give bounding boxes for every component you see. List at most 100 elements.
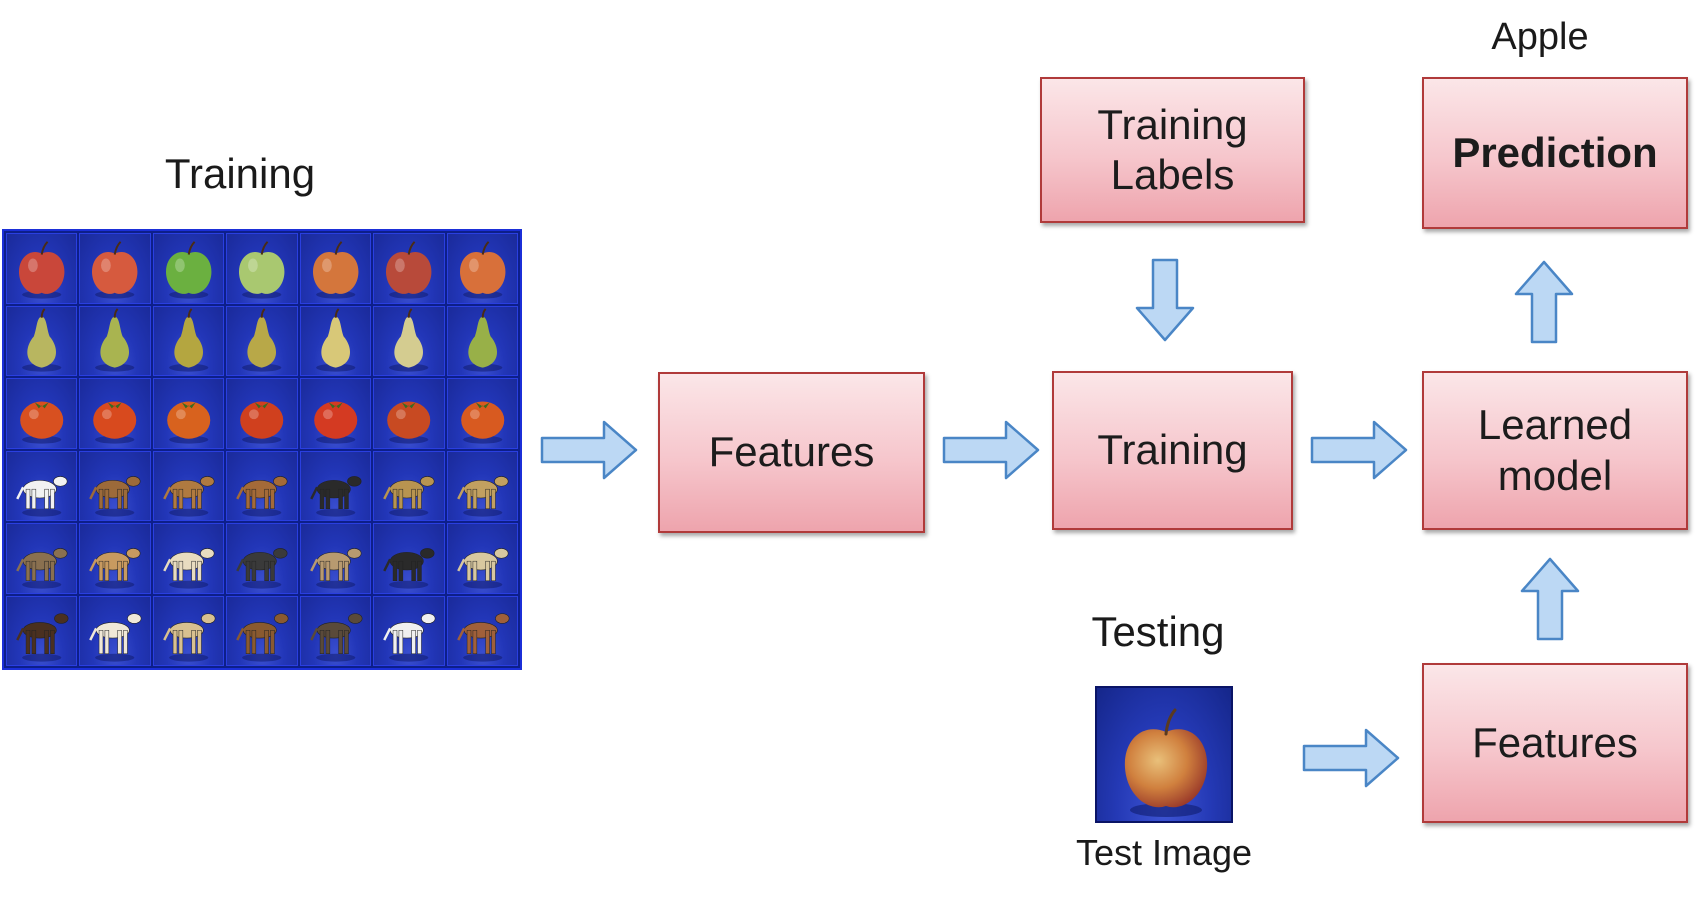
tomato-icon	[240, 401, 284, 444]
test-image	[1095, 686, 1233, 823]
dog-icon	[16, 548, 68, 589]
training-image-grid	[2, 229, 522, 670]
cow-icon	[16, 475, 68, 517]
features-box: Features	[658, 372, 925, 533]
training-box: Training	[1052, 371, 1293, 530]
training-thumbnail-horse	[299, 595, 372, 666]
learned-model-box: Learned model	[1422, 371, 1688, 530]
training-thumbnail-horse	[446, 595, 518, 666]
training-title: Training	[164, 150, 316, 197]
training-thumbnail-horse	[373, 595, 445, 666]
training-thumbnail-cow	[373, 450, 445, 521]
arrow-down-icon	[1135, 258, 1195, 342]
horse-icon	[16, 612, 69, 662]
dog-icon	[236, 548, 288, 589]
apple-icon	[312, 241, 359, 299]
pear-icon	[168, 307, 209, 372]
pear-icon	[462, 307, 502, 372]
training-thumbnail-pear	[79, 305, 151, 376]
arrow-up-icon	[1520, 557, 1580, 641]
dog-icon	[383, 548, 435, 589]
training-thumbnail-cow	[152, 450, 225, 521]
training-thumbnail-apple	[79, 233, 151, 304]
tomato-icon	[20, 401, 64, 444]
arrow-right-icon	[540, 420, 638, 480]
cow-icon	[163, 475, 215, 517]
training-thumbnail-tomato	[446, 378, 518, 449]
test-features-label: Features	[1472, 718, 1638, 766]
training-thumbnail-pear	[299, 305, 372, 376]
cow-icon	[236, 475, 288, 517]
pear-icon	[389, 307, 429, 372]
horse-icon	[383, 612, 436, 662]
apple-icon	[92, 241, 138, 299]
training-thumbnail-dog	[446, 523, 518, 594]
training-thumbnail-tomato	[226, 378, 298, 449]
pear-icon	[315, 307, 355, 372]
training-thumbnail-dog	[226, 523, 298, 594]
training-thumbnail-cow	[299, 450, 372, 521]
training-thumbnail-apple	[299, 233, 372, 304]
apple-icon	[459, 241, 506, 299]
apple-icon	[1124, 708, 1208, 817]
horse-icon	[309, 612, 363, 662]
training-thumbnail-dog	[299, 523, 372, 594]
arrow-right-icon	[942, 420, 1040, 480]
features-box-label: Features	[708, 428, 875, 476]
apple-icon	[386, 241, 432, 299]
training-thumbnail-tomato	[373, 378, 445, 449]
dog-icon	[309, 548, 362, 589]
pear-icon	[22, 307, 62, 372]
horse-icon	[456, 612, 509, 662]
apple-prediction-label: Apple	[1491, 16, 1589, 58]
prediction-box: Prediction	[1422, 77, 1688, 229]
training-thumbnail-pear	[373, 305, 445, 376]
horse-icon	[89, 612, 142, 662]
training-thumbnail-pear	[6, 305, 78, 376]
training-thumbnail-horse	[79, 595, 151, 666]
apple-icon	[239, 241, 285, 299]
training-thumbnail-pear	[226, 305, 298, 376]
training-thumbnail-apple	[373, 233, 445, 304]
training-thumbnail-cow	[79, 450, 151, 521]
training-thumbnail-apple	[152, 233, 225, 304]
tomato-icon	[313, 401, 357, 444]
training-thumbnail-apple	[6, 233, 78, 304]
arrow-right-icon	[1302, 728, 1400, 788]
pear-icon	[242, 307, 282, 372]
training-labels-box: Training Labels	[1040, 77, 1305, 223]
arrow-up-icon	[1514, 260, 1574, 344]
tomato-icon	[167, 401, 211, 444]
tomato-icon	[93, 401, 137, 444]
cow-icon	[456, 475, 509, 517]
training-thumbnail-tomato	[79, 378, 151, 449]
horse-icon	[236, 612, 289, 662]
apple-icon	[165, 241, 212, 299]
learned-model-label: Learned model	[1477, 401, 1633, 499]
dog-icon	[456, 548, 509, 589]
test-features-box: Features	[1422, 663, 1688, 823]
prediction-box-label: Prediction	[1452, 128, 1658, 176]
training-thumbnail-apple	[226, 233, 298, 304]
training-labels-label: Training Labels	[1097, 100, 1248, 198]
dog-icon	[89, 548, 141, 589]
horse-icon	[163, 612, 216, 662]
training-thumbnail-pear	[152, 305, 225, 376]
training-box-label: Training	[1097, 426, 1248, 474]
pear-icon	[95, 307, 135, 372]
training-thumbnail-dog	[79, 523, 151, 594]
training-thumbnail-cow	[6, 450, 78, 521]
training-thumbnail-tomato	[299, 378, 372, 449]
training-thumbnail-dog	[6, 523, 78, 594]
training-thumbnail-apple	[446, 233, 518, 304]
cow-icon	[309, 475, 362, 517]
arrow-right-icon	[1310, 420, 1408, 480]
training-thumbnail-horse	[6, 595, 78, 666]
training-thumbnail-tomato	[6, 378, 78, 449]
training-thumbnail-dog	[152, 523, 225, 594]
tomato-icon	[460, 401, 504, 444]
training-thumbnail-cow	[446, 450, 518, 521]
testing-title: Testing	[1091, 608, 1225, 655]
training-thumbnail-pear	[446, 305, 518, 376]
training-thumbnail-tomato	[152, 378, 225, 449]
